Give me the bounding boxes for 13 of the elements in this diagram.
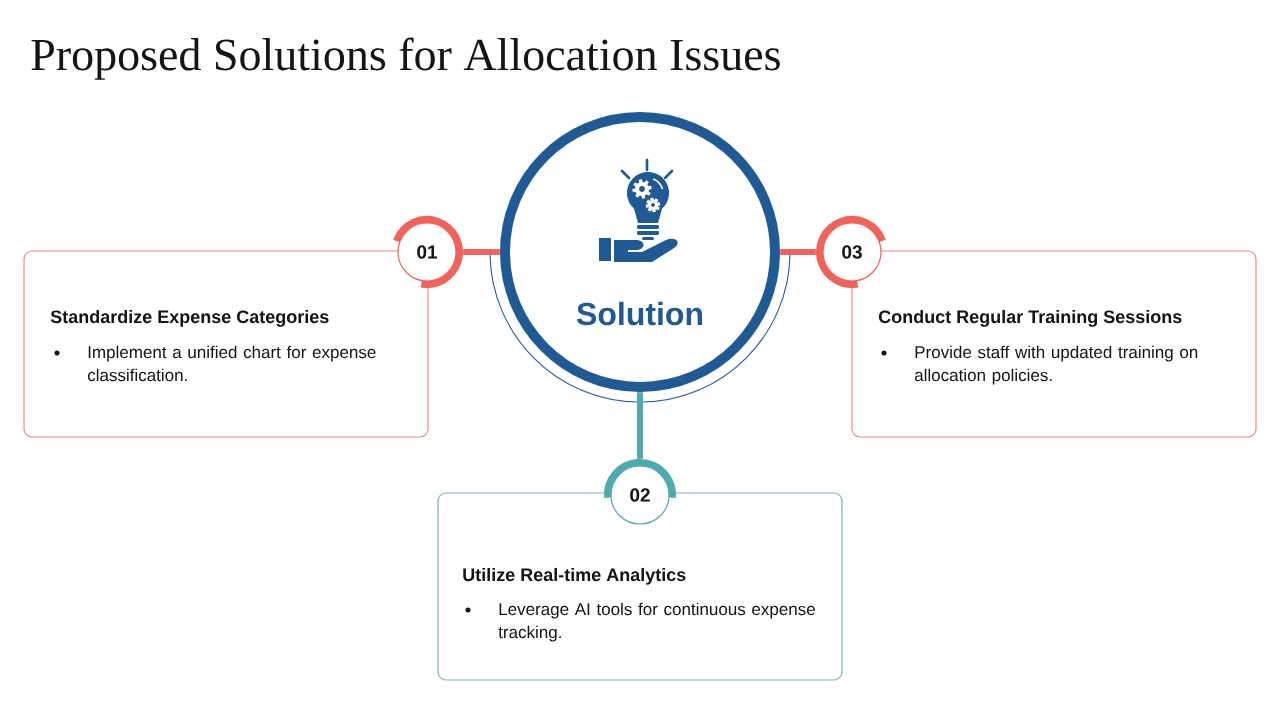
title: Proposed Solutions for Allocation Issues — [31, 37, 780, 80]
number-badge: 02 — [604, 459, 676, 525]
bullet-text: Provide staff with updated training on allocation policies. — [914, 345, 1198, 385]
card-heading: Conduct Regular Training Sessions — [878, 309, 1182, 327]
card-heading: Standardize Expense Categories — [50, 309, 329, 327]
connector-line — [637, 392, 643, 459]
bullet-text: Leverage AI tools for continuous expense tracking. — [498, 602, 815, 642]
connector-line — [780, 249, 816, 255]
card-heading: Utilize Real-time Analytics — [463, 567, 686, 585]
connector-line — [463, 249, 500, 255]
bullet-text: Implement a unified chart for expense classification. — [87, 345, 376, 382]
number-badge: 03 — [816, 216, 886, 288]
number-badge: 01 — [393, 216, 463, 288]
